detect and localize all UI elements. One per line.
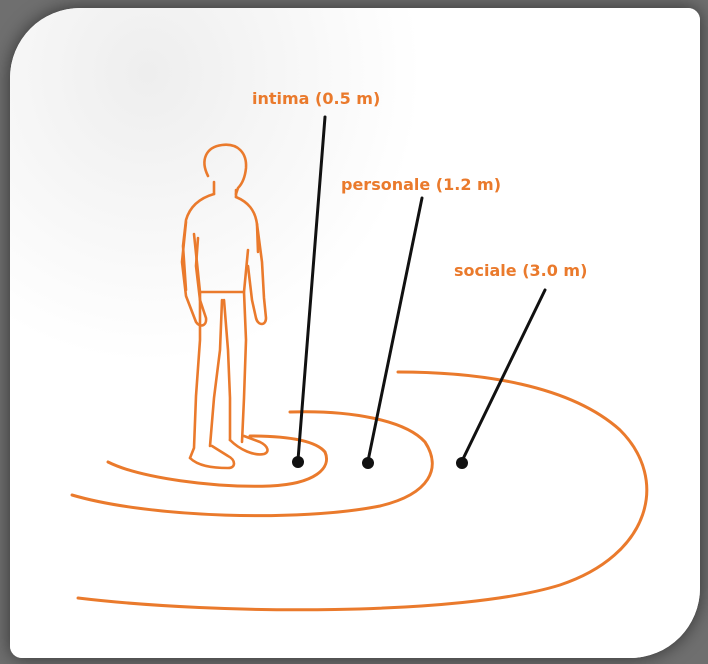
social-zone-ring (78, 372, 647, 610)
intimate-pointer-line (298, 117, 325, 460)
personal-pointer-line (368, 198, 422, 461)
personal-pointer-dot (362, 457, 374, 469)
intimate-zone-label: intima (0.5 m) (252, 89, 380, 108)
personal-zone-ring (72, 412, 432, 516)
standing-person-icon (182, 145, 267, 468)
social-pointer-dot (456, 457, 468, 469)
personal-zone-label: personale (1.2 m) (341, 175, 501, 194)
intimate-pointer-dot (292, 456, 304, 468)
social-zone-label: sociale (3.0 m) (454, 261, 587, 280)
